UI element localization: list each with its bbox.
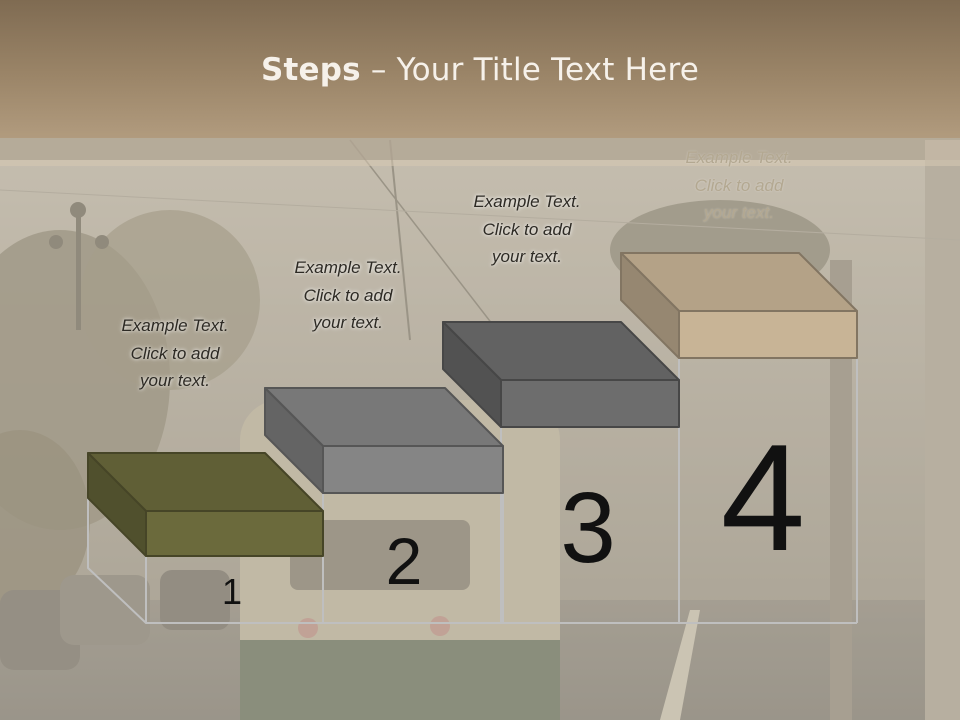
step-3-block-front bbox=[500, 379, 680, 428]
tram-windows bbox=[290, 520, 470, 590]
caption-line: your text. bbox=[704, 203, 774, 222]
steps-layer bbox=[87, 252, 858, 624]
caption-line: Example Text. bbox=[473, 192, 581, 211]
tram-base bbox=[240, 640, 560, 720]
step-2-number: 2 bbox=[385, 524, 423, 598]
tree bbox=[0, 430, 90, 610]
lamp-post bbox=[76, 210, 81, 330]
page-title: Steps – Your Title Text Here bbox=[0, 52, 960, 88]
wire bbox=[389, 139, 411, 341]
step-1-block-front bbox=[145, 510, 324, 557]
step-4-block-front bbox=[678, 310, 858, 359]
step-2-block-front bbox=[322, 445, 504, 494]
step-4-number: 4 bbox=[720, 413, 806, 583]
lamp bbox=[49, 235, 63, 249]
caption-line: your text. bbox=[492, 247, 562, 266]
lamp bbox=[70, 202, 86, 218]
lamp bbox=[95, 235, 109, 249]
caption-line: Example Text. bbox=[685, 148, 793, 167]
wire bbox=[0, 189, 960, 241]
caption-line: your text. bbox=[313, 313, 383, 332]
step-3-number: 3 bbox=[560, 472, 616, 584]
step-4-caption[interactable]: Example Text. Click to add your text. bbox=[639, 144, 839, 227]
step-2-caption[interactable]: Example Text. Click to add your text. bbox=[248, 254, 448, 337]
caption-line: your text. bbox=[140, 371, 210, 390]
step-1-number: 1 bbox=[221, 571, 243, 612]
car bbox=[60, 575, 150, 645]
title-rest: – Your Title Text Here bbox=[360, 52, 699, 88]
caption-line: Click to add bbox=[482, 219, 572, 239]
caption-line: Example Text. bbox=[121, 316, 229, 335]
caption-line: Example Text. bbox=[294, 258, 402, 277]
palm-trunk bbox=[830, 260, 852, 720]
step-3-caption[interactable]: Example Text. Click to add your text. bbox=[427, 188, 627, 271]
car bbox=[160, 570, 230, 630]
tree bbox=[80, 210, 260, 390]
tram-light bbox=[430, 616, 450, 636]
caption-line: Click to add bbox=[130, 343, 220, 363]
palm-trunk bbox=[925, 140, 960, 720]
caption-line: Click to add bbox=[694, 175, 784, 195]
title-bold: Steps bbox=[260, 52, 361, 88]
title-band bbox=[0, 0, 960, 138]
lane-marking bbox=[660, 610, 700, 720]
step-1-caption[interactable]: Example Text. Click to add your text. bbox=[75, 312, 275, 395]
title-strip bbox=[0, 138, 960, 166]
caption-line: Click to add bbox=[303, 285, 393, 305]
